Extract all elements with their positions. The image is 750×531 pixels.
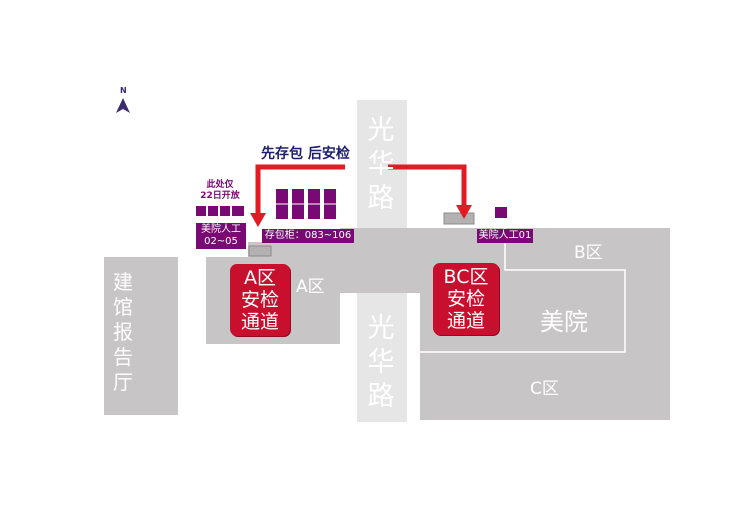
north-arrow-icon (116, 98, 130, 113)
staff-bc-label: 美院人工01 (477, 229, 533, 243)
locker-small-row (196, 206, 244, 216)
compass-label: N (120, 86, 127, 95)
meiyuan-outline (420, 228, 626, 353)
road-char: 光 (367, 115, 395, 146)
staff-a-line: 美院人工 (201, 224, 241, 235)
route-arrowhead-right (456, 205, 472, 219)
checkpoint-bc-line: BC区 (443, 266, 489, 288)
route-arrow-right (388, 164, 467, 207)
road-char: 光 (367, 313, 395, 344)
bc-entrance-step (443, 212, 475, 225)
road-char: 路 (367, 183, 395, 214)
checkpoint-a-line: 安检 (240, 289, 279, 311)
road-char: 路 (367, 381, 395, 412)
checkpoint-a-line: A区 (244, 267, 276, 289)
open-only-line: 此处仅 (206, 180, 234, 190)
checkpoint-a-line: 通道 (240, 311, 279, 333)
hall-char: 报 (113, 320, 133, 344)
road-char: 华 (367, 149, 395, 180)
checkpoint-a: A区 安检 通道 (230, 264, 290, 336)
staff-a-line: 02~05 (204, 236, 238, 247)
instruction-text: 先存包 后安检 (261, 146, 350, 162)
staff-a-label: 美院人工 02~05 (196, 223, 246, 249)
zone-a-label: A区 (296, 277, 325, 297)
open-only-line: 22日开放 (200, 191, 240, 201)
hall-char: 告 (113, 345, 133, 369)
lockers-label: 存包柜：083~106 (262, 229, 354, 243)
a-entrance-step (248, 245, 272, 257)
hall-label: 建 馆 报 告 厅 (108, 270, 138, 395)
road-label-top: 光 华 路 (361, 114, 401, 216)
checkpoint-bc: BC区 安检 通道 (433, 263, 499, 335)
hall-char: 建 (113, 270, 133, 294)
road-label-bottom: 光 华 路 (361, 312, 401, 414)
locker-bc (495, 207, 507, 218)
locker-cluster (276, 189, 336, 219)
zone-b-label: B区 (574, 243, 603, 263)
zone-meiyuan-label: 美院 (540, 308, 588, 336)
hall-char: 厅 (113, 370, 133, 394)
checkpoint-bc-line: 通道 (446, 310, 485, 332)
hall-building (104, 257, 178, 415)
checkpoint-bc-line: 安检 (446, 288, 485, 310)
route-arrow-left (255, 164, 345, 215)
route-arrowhead-left (250, 213, 266, 227)
road-char: 华 (367, 347, 395, 378)
zone-c-label: C区 (530, 379, 559, 399)
a-zone-upper (248, 242, 343, 260)
hall-char: 馆 (113, 295, 133, 319)
open-only-note: 此处仅 22日开放 (195, 180, 245, 202)
